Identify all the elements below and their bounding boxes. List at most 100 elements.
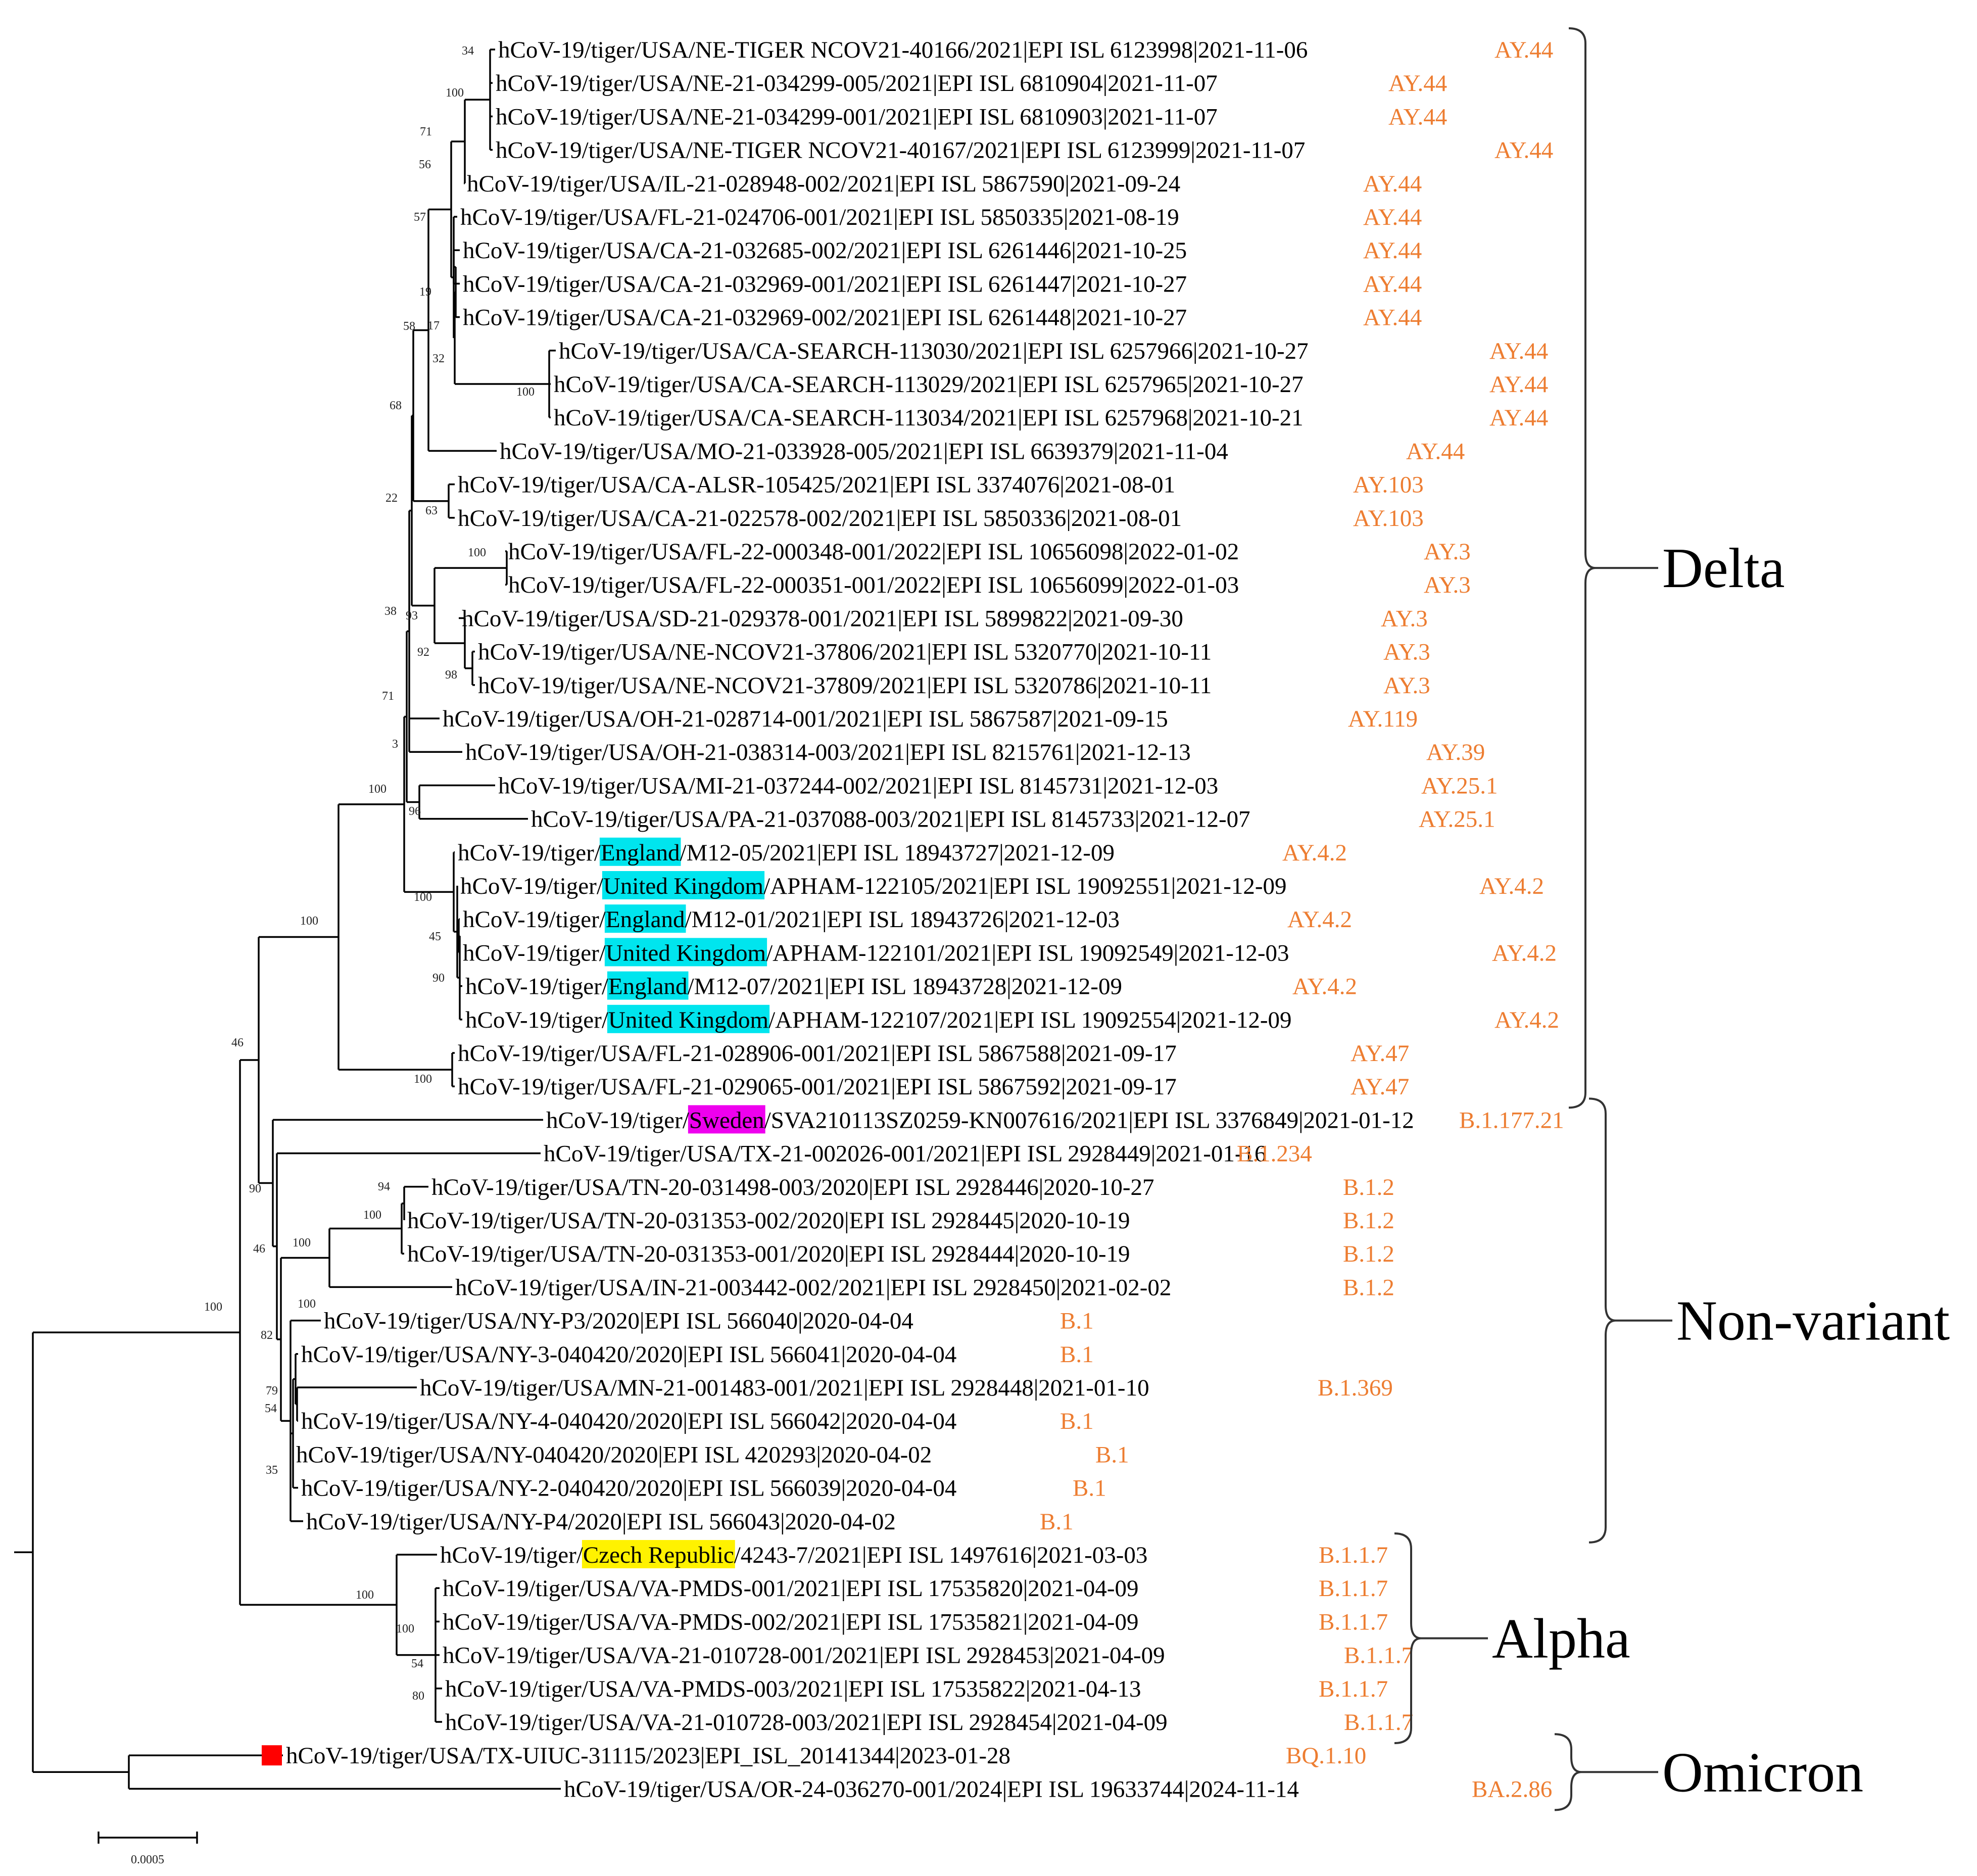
leaf-label: hCoV-19/tiger/USA/PA-21-037088-003/2021|… [531, 806, 1250, 833]
lineage-label: AY.44 [1494, 137, 1553, 164]
leaf-label: hCoV-19/tiger/USA/CA-SEARCH-113029/2021|… [554, 371, 1304, 398]
lineage-label: AY.119 [1348, 706, 1418, 732]
leaf-label-text: hCoV-19/tiger/USA/OR-24-036270-001/2024|… [564, 1776, 1299, 1802]
bootstrap-value: 100 [204, 1301, 222, 1314]
leaf-label: hCoV-19/tiger/USA/MN-21-001483-001/2021|… [420, 1375, 1149, 1401]
leaf-label-text: /APHAM-122105/2021|EPI ISL 19092551|2021… [763, 873, 1286, 899]
leaf-label: hCoV-19/tiger/USA/NE-TIGER NCOV21-40166/… [498, 37, 1308, 63]
bootstrap-value: 57 [414, 211, 426, 224]
bootstrap-value: 79 [266, 1384, 278, 1398]
clade-bracket [1568, 27, 1658, 1109]
leaf-label-text: hCoV-19/tiger/USA/NY-040420/2020|EPI ISL… [296, 1441, 932, 1468]
leaf-label-text: hCoV-19/tiger/USA/MN-21-001483-001/2021|… [420, 1375, 1149, 1401]
leaf-label: hCoV-19/tiger/USA/NE-21-034299-005/2021|… [496, 70, 1218, 97]
leaf-label-text: hCoV-19/tiger/USA/FL-21-029065-001/2021|… [458, 1074, 1177, 1100]
bootstrap-value: 3 [392, 738, 398, 751]
leaf-label: hCoV-19/tiger/USA/NY-P4/2020|EPI ISL 566… [306, 1509, 896, 1535]
leaf-label-text: hCoV-19/tiger/ [546, 1107, 690, 1133]
bootstrap-value: 45 [429, 930, 441, 943]
leaf-label-text: hCoV-19/tiger/USA/CA-SEARCH-113034/2021|… [554, 405, 1304, 431]
lineage-label: AY.44 [1494, 37, 1553, 63]
bootstrap-value: 100 [368, 783, 387, 796]
leaf-label: hCoV-19/tiger/USA/NY-2-040420/2020|EPI I… [301, 1475, 956, 1502]
leaf-label-text: hCoV-19/tiger/USA/TN-20-031353-002/2020|… [407, 1208, 1130, 1234]
bootstrap-values: 3410071565719173210058682263100933892987… [204, 44, 535, 1703]
leaf-label: hCoV-19/tiger/USA/CA-21-032685-002/2021|… [463, 237, 1187, 264]
leaf-label: hCoV-19/tiger/USA/TX-21-002026-001/2021|… [544, 1141, 1267, 1167]
lineage-label: AY.25.1 [1421, 773, 1498, 799]
red-marker-square [262, 1745, 282, 1766]
leaf-label-text: /APHAM-122101/2021|EPI ISL 19092549|2021… [766, 940, 1289, 966]
bootstrap-value: 100 [356, 1589, 374, 1602]
leaf-label-text: /M12-01/2021|EPI ISL 18943726|2021-12-03 [685, 906, 1120, 933]
leaf-label: hCoV-19/tiger/England/M12-01/2021|EPI IS… [463, 906, 1120, 933]
leaf-label: hCoV-19/tiger/USA/CA-21-032969-001/2021|… [463, 271, 1187, 297]
leaf-label-text: hCoV-19/tiger/USA/NE-NCOV21-37809/2021|E… [478, 672, 1212, 699]
leaf-label-text: /4243-7/2021|EPI ISL 1497616|2021-03-03 [734, 1542, 1148, 1568]
scale-bar: 0.0005 [98, 1832, 198, 1866]
lineage-label: AY.3 [1424, 539, 1471, 565]
clade-label: Alpha [1492, 1608, 1630, 1670]
leaf-label-text: hCoV-19/tiger/USA/FL-22-000351-001/2022|… [508, 572, 1239, 598]
leaf-label: hCoV-19/tiger/USA/FL-22-000351-001/2022|… [508, 572, 1239, 598]
lineage-label: BA.2.86 [1472, 1776, 1552, 1802]
clade-bracket [1588, 1097, 1672, 1544]
leaf-label-text: hCoV-19/tiger/USA/NE-TIGER NCOV21-40167/… [496, 137, 1305, 164]
leaf-label-text: hCoV-19/tiger/USA/SD-21-029378-001/2021|… [462, 605, 1183, 632]
bootstrap-value: 82 [261, 1329, 273, 1342]
leaf-label-text: hCoV-19/tiger/USA/IN-21-003442-002/2021|… [455, 1274, 1171, 1301]
clade-label: Delta [1662, 537, 1785, 600]
bootstrap-value: 46 [231, 1036, 244, 1049]
leaf-label: hCoV-19/tiger/USA/CA-SEARCH-113030/2021|… [559, 338, 1309, 364]
leaf-label: hCoV-19/tiger/England/M12-07/2021|EPI IS… [465, 974, 1122, 1000]
leaf-label: hCoV-19/tiger/Sweden/SVA210113SZ0259-KN0… [546, 1107, 1414, 1133]
leaf-label-text: hCoV-19/tiger/USA/CA-SEARCH-113029/2021|… [554, 371, 1304, 398]
country-highlight: Sweden [689, 1107, 764, 1133]
lineage-label: B.1.1.7 [1344, 1643, 1413, 1669]
lineage-label: AY.103 [1353, 505, 1424, 532]
lineage-label: AY.44 [1388, 104, 1447, 130]
bootstrap-value: 35 [266, 1464, 278, 1477]
leaf-label: hCoV-19/tiger/USA/TN-20-031498-003/2020|… [431, 1174, 1154, 1200]
country-highlight: Czech Republic [583, 1542, 734, 1568]
lineage-label: B.1.1.7 [1319, 1676, 1388, 1702]
leaf-label-text: hCoV-19/tiger/USA/NE-NCOV21-37806/2021|E… [478, 639, 1212, 665]
lineage-label: AY.3 [1383, 639, 1430, 665]
leaf-label-text: hCoV-19/tiger/ [463, 940, 606, 966]
leaf-label: hCoV-19/tiger/USA/VA-PMDS-001/2021|EPI I… [443, 1575, 1139, 1602]
leaf-label-text: hCoV-19/tiger/USA/OH-21-028714-001/2021|… [443, 706, 1168, 732]
bootstrap-value: 100 [414, 1073, 432, 1086]
leaf-labels: hCoV-19/tiger/USA/NE-TIGER NCOV21-40166/… [262, 37, 1564, 1802]
leaf-label-text: hCoV-19/tiger/USA/VA-PMDS-003/2021|EPI I… [445, 1676, 1141, 1702]
bootstrap-value: 100 [446, 86, 464, 100]
leaf-label: hCoV-19/tiger/USA/VA-PMDS-002/2021|EPI I… [443, 1609, 1139, 1635]
bootstrap-value: 100 [396, 1622, 414, 1636]
lineage-label: AY.44 [1489, 371, 1548, 398]
leaf-label-text: hCoV-19/tiger/USA/PA-21-037088-003/2021|… [531, 806, 1250, 833]
clade-bracket [1394, 1532, 1488, 1744]
leaf-label: hCoV-19/tiger/USA/MI-21-037244-002/2021|… [498, 773, 1218, 799]
leaf-label-text: hCoV-19/tiger/USA/NY-P3/2020|EPI ISL 566… [324, 1308, 913, 1334]
bootstrap-value: 100 [468, 546, 486, 559]
lineage-label: B.1.1.7 [1319, 1575, 1388, 1602]
country-highlight: England [601, 840, 680, 866]
lineage-label: B.1 [1040, 1509, 1074, 1535]
country-highlight-box [599, 837, 681, 866]
leaf-label-text: hCoV-19/tiger/USA/CA-ALSR-105425/2021|EP… [458, 472, 1175, 498]
leaf-label-text: hCoV-19/tiger/USA/CA-21-022578-002/2021|… [458, 505, 1182, 532]
bootstrap-value: 90 [432, 972, 445, 985]
leaf-label-text: hCoV-19/tiger/USA/VA-21-010728-003/2021|… [445, 1709, 1168, 1736]
leaf-label-text: hCoV-19/tiger/USA/TX-21-002026-001/2021|… [544, 1141, 1267, 1167]
leaf-label: hCoV-19/tiger/USA/OH-21-038314-003/2021|… [465, 739, 1191, 765]
tree-branches [14, 49, 561, 1790]
leaf-label-text: hCoV-19/tiger/USA/MI-21-037244-002/2021|… [498, 773, 1218, 799]
bootstrap-value: 19 [419, 285, 431, 299]
bootstrap-value: 100 [298, 1297, 316, 1311]
leaf-label: hCoV-19/tiger/USA/NE-TIGER NCOV21-40167/… [496, 137, 1305, 164]
bootstrap-value: 17 [427, 319, 440, 332]
bootstrap-value: 80 [412, 1690, 424, 1703]
leaf-label: hCoV-19/tiger/England/M12-05/2021|EPI IS… [458, 840, 1115, 866]
lineage-label: B.1 [1060, 1408, 1094, 1434]
lineage-label: B.1.1.7 [1344, 1709, 1413, 1736]
